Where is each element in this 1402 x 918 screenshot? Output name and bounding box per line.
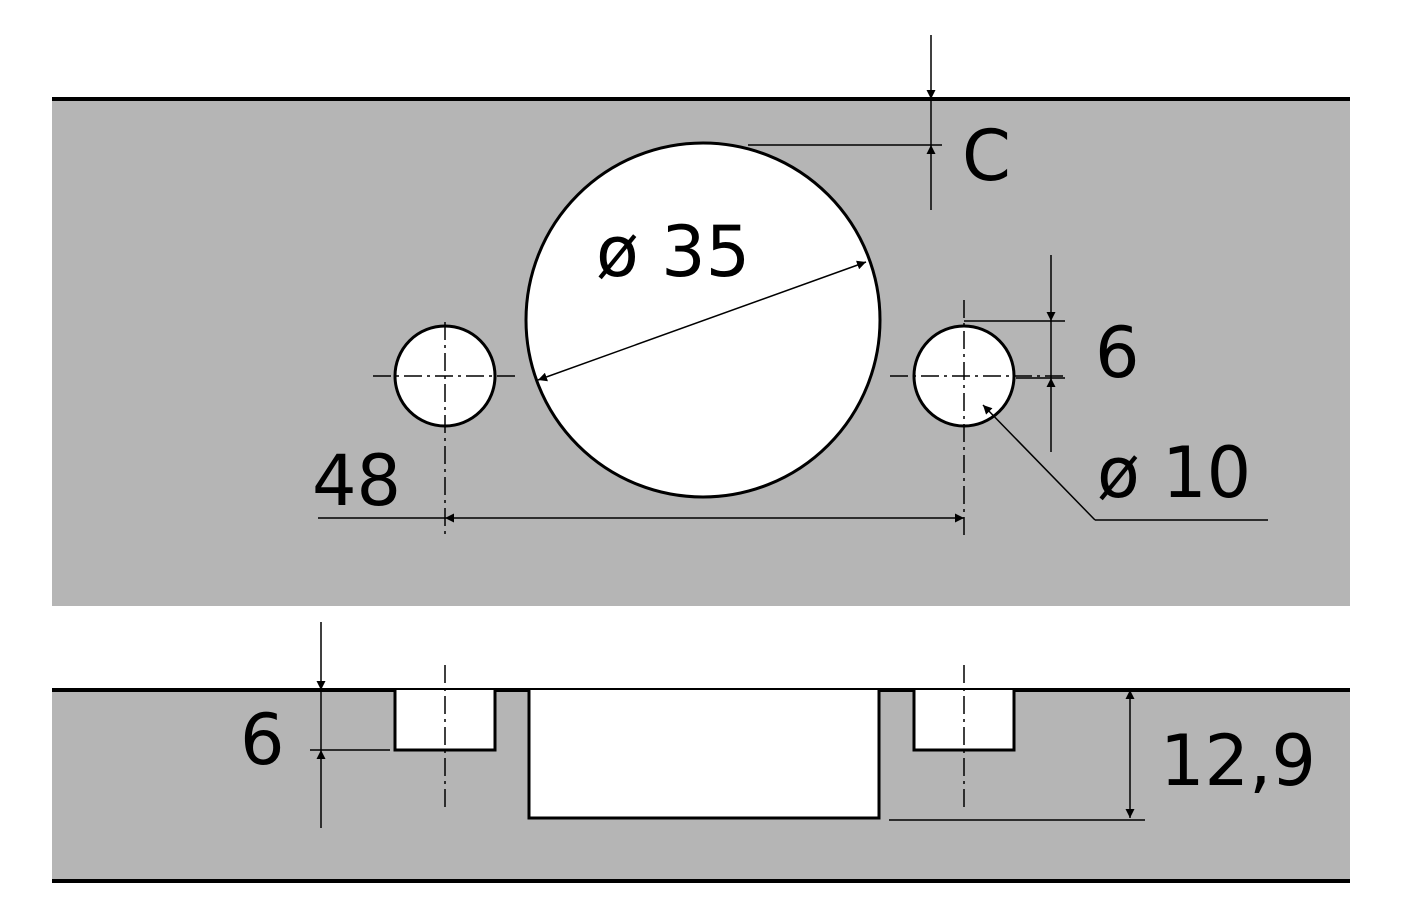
dim-cup-depth-label: 12,9 <box>1160 720 1316 802</box>
dim-pilot-depth-label: 6 <box>240 699 285 781</box>
center-lines <box>373 300 1063 535</box>
dim-pilot-depth <box>310 622 390 828</box>
dim-cup-depth <box>889 690 1145 821</box>
dim-pilot-offset-label: 6 <box>1095 312 1140 394</box>
top-view: C ø 35 48 6 ø 10 <box>52 35 1350 606</box>
dim-pilot-diameter <box>982 404 1268 521</box>
section-view: 6 12,9 <box>52 622 1350 883</box>
dim-pilot-spacing-label: 48 <box>312 440 401 522</box>
cup-pocket <box>527 690 881 820</box>
dim-cup-diameter-label: ø 35 <box>596 211 750 293</box>
dim-c <box>748 35 942 210</box>
section-center-lines <box>444 665 965 812</box>
dim-cup-diameter-line <box>537 260 867 382</box>
dim-c-label: C <box>962 115 1011 197</box>
dim-pilot-diameter-label: ø 10 <box>1097 432 1251 514</box>
dim-pilot-offset <box>964 255 1065 452</box>
